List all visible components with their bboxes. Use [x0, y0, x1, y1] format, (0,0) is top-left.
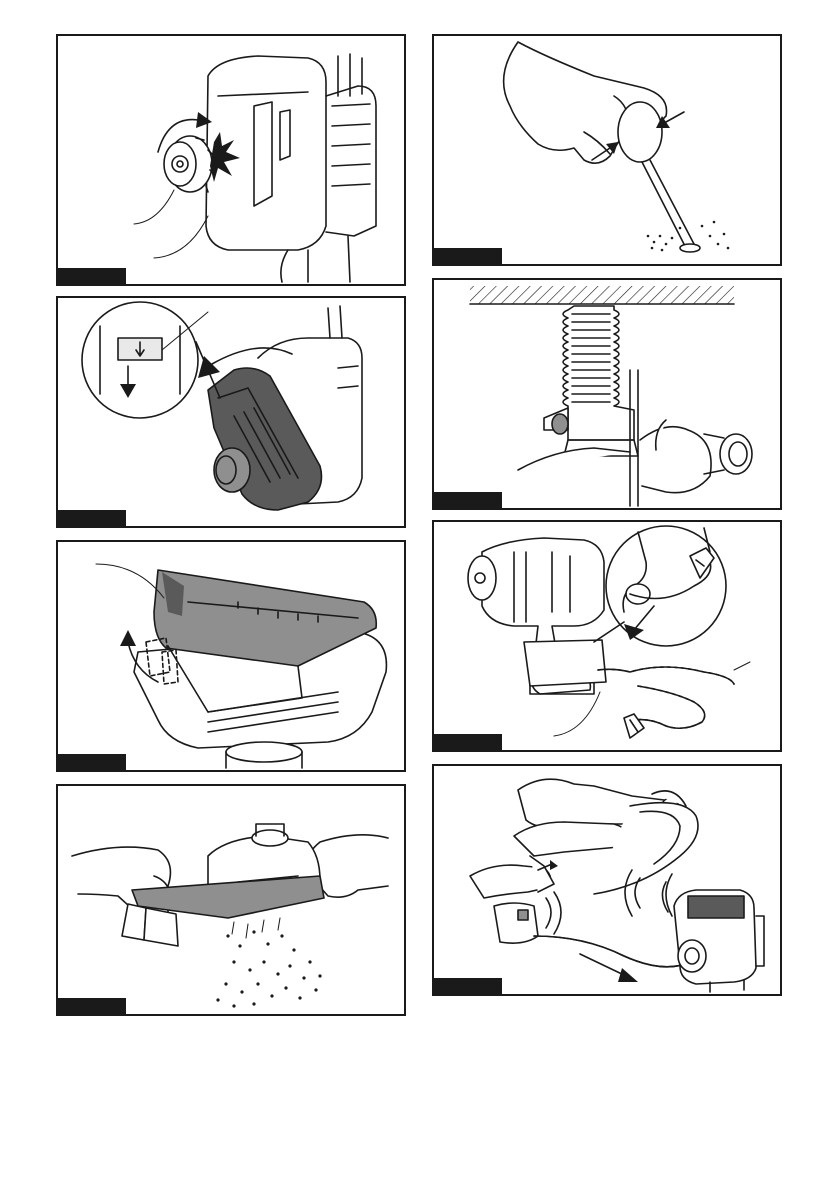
vacuum-cleaner-connection-illustration	[434, 766, 780, 994]
figure-label-tab	[434, 248, 502, 264]
figure-panel-7	[432, 520, 782, 752]
figure-label-tab	[434, 978, 502, 994]
figure-panel-6	[432, 278, 782, 510]
figure-panel-4	[56, 784, 406, 1016]
figure-panel-1	[56, 34, 406, 286]
figure-panel-8	[432, 764, 782, 996]
figure-label-tab	[58, 268, 126, 284]
ceiling-drilling-bellows-illustration	[434, 280, 780, 508]
figure-panel-5	[432, 34, 782, 266]
dust-case-release-illustration	[58, 298, 404, 526]
dust-case-emptying-illustration	[58, 786, 404, 1014]
figure-label-tab	[434, 734, 502, 750]
figure-label-tab	[58, 998, 126, 1014]
figure-label-tab	[434, 492, 502, 508]
figure-label-tab	[58, 754, 126, 770]
figure-panel-2	[56, 296, 406, 528]
filter-removal-illustration	[58, 542, 404, 770]
lanyard-attachment-illustration	[434, 522, 780, 750]
blower-bulb-hole-cleaning-illustration	[434, 36, 780, 264]
figure-panel-3	[56, 540, 406, 772]
figure-label-tab	[58, 510, 126, 526]
dust-case-cap-rotate-illustration	[58, 36, 404, 284]
